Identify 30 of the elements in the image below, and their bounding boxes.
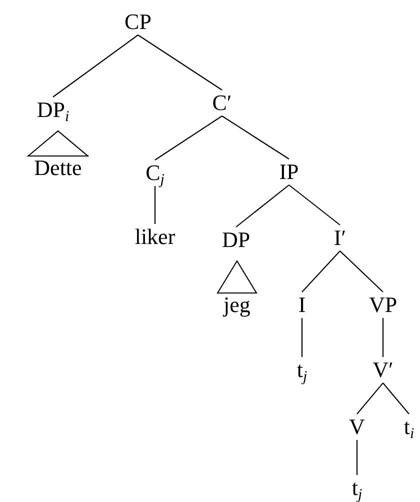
tree-node-label: t$_{i}$ xyxy=(404,416,414,438)
branch-line xyxy=(340,250,384,292)
tree-node-label: IP xyxy=(279,161,299,183)
branch-line xyxy=(288,184,340,226)
branch-line xyxy=(301,318,303,357)
tree-node-label: V xyxy=(349,416,365,438)
tree-node-label: C′ xyxy=(212,92,232,114)
tree-node-label: jeg xyxy=(224,294,250,316)
branch-line xyxy=(356,382,384,414)
tree-node-label: V′ xyxy=(372,359,394,381)
tree-node-label: I′ xyxy=(334,227,346,249)
tree-node-label: liker xyxy=(134,226,176,248)
tree-node-label: Dette xyxy=(34,157,82,179)
branch-line xyxy=(154,186,156,224)
branch-line xyxy=(222,116,290,160)
tree-node-label: DP$_{i}$ xyxy=(36,99,70,121)
tree-node-label: VP xyxy=(368,294,398,316)
branch-line xyxy=(154,116,222,160)
branch-line xyxy=(382,382,410,414)
triangle-branch xyxy=(26,130,90,157)
tree-node-label: CP xyxy=(124,11,152,33)
tree-node-label: DP xyxy=(222,229,250,251)
branch-line xyxy=(382,318,384,357)
branch-line xyxy=(302,250,340,292)
tree-node-label: I xyxy=(298,294,306,316)
branch-line xyxy=(52,34,138,98)
triangle-branch xyxy=(216,260,258,294)
branch-line xyxy=(138,34,222,90)
branch-line xyxy=(356,440,358,475)
branch-line xyxy=(236,184,290,228)
